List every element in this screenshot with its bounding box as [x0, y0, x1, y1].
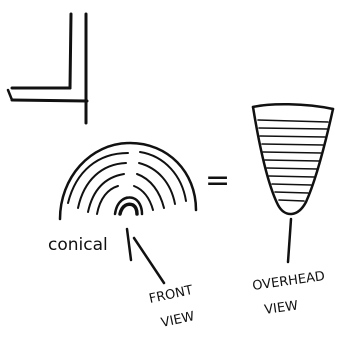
conical-pointer-line — [127, 229, 131, 260]
wall-corner-sketch — [8, 14, 87, 123]
front-view-drawing — [60, 143, 196, 219]
conical-label: conical — [48, 235, 108, 255]
front-view-label-line2: VIEW — [160, 309, 196, 331]
overhead-view-drawing — [253, 104, 333, 214]
front-view-pointer-line — [134, 238, 164, 283]
overhead-view-pointer-line — [288, 219, 291, 262]
equals-sign: = — [205, 163, 230, 198]
overhead-view-label-line1: OVERHEAD — [251, 269, 325, 294]
front-view-label-line1: FRONT — [148, 283, 195, 307]
overhead-view-label-line2: VIEW — [263, 298, 299, 318]
